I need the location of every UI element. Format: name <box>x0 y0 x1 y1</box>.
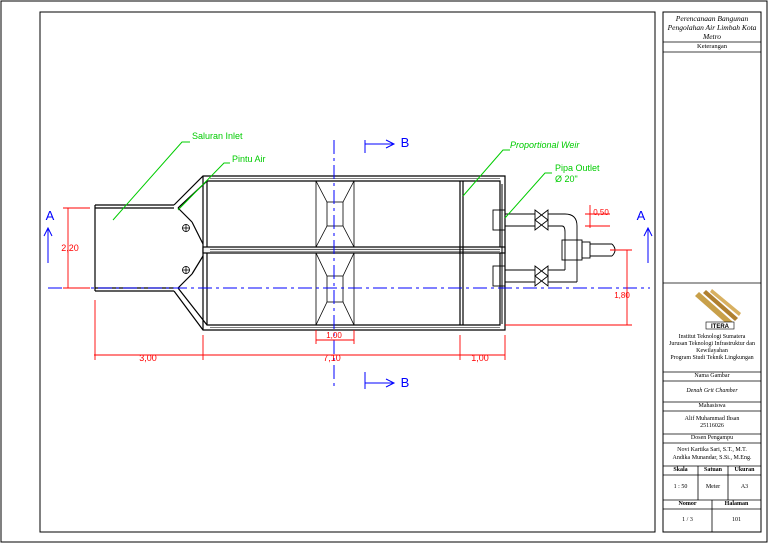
dim-pipe: 0,50 <box>593 208 609 217</box>
dimension-lines <box>63 205 632 360</box>
unit-value: Meter <box>705 484 721 490</box>
size-label: Ukuran <box>734 467 755 473</box>
section-a-right-label: A <box>637 208 646 223</box>
grit-hopper-lower <box>315 252 355 326</box>
dim-inlet-length: 3,00 <box>139 353 157 363</box>
logo-text: ITERA <box>711 324 730 330</box>
section-b-top-label: B <box>401 135 410 150</box>
unit-label: Satuan <box>703 467 722 473</box>
section-line-a <box>43 226 653 289</box>
dim-hopper-width: 1,00 <box>326 331 342 340</box>
notes-label: Keterangan <box>697 43 727 50</box>
drawing-frame <box>39 11 656 533</box>
page-label: Halaman <box>724 501 749 507</box>
scale-label: Skala <box>673 467 688 473</box>
gate-valves <box>182 224 190 274</box>
section-line-b <box>333 139 396 390</box>
page-value: 101 <box>732 517 741 523</box>
scale-value: 1 : 50 <box>673 484 688 490</box>
label-inlet: Saluran Inlet <box>192 131 243 141</box>
drawing-name-label: Nama Gambar <box>694 373 730 379</box>
student-name: Alif Muhammad Ihsan <box>684 416 740 422</box>
dim-chamber-length: 7,10 <box>323 353 341 363</box>
section-a-left-label: A <box>46 208 55 223</box>
lecturer-2: Andika Munandar, S.Si., M.Eng. <box>672 455 752 461</box>
label-outlet: Pipa Outlet <box>555 163 600 173</box>
grit-hopper-upper <box>315 180 355 248</box>
label-gate: Pintu Air <box>232 154 266 164</box>
drawing-name: Denah Grit Chamber <box>686 388 738 394</box>
wall-hatch <box>210 178 503 328</box>
size-value: A3 <box>740 484 749 490</box>
title-block-frame <box>662 11 762 533</box>
title-block-grid <box>663 41 761 532</box>
dim-outlet-length: 1,00 <box>471 353 489 363</box>
dim-height-2-20: 2,20 <box>61 243 79 253</box>
project-title: Perencanaan Bangunan Pengolahan Air Limb… <box>667 14 757 41</box>
label-weir: Proportional Weir <box>510 140 580 150</box>
section-b-bottom-label: B <box>401 375 410 390</box>
program-name: Program Studi Teknik Lingkungan <box>670 355 754 361</box>
plan-outline <box>94 175 506 331</box>
leader-lines <box>112 141 552 221</box>
number-label: Nomor <box>678 501 697 507</box>
student-label: Mahasiswa <box>698 403 726 409</box>
department-name: Jurusan Teknologi Infrastruktur dan Kewi… <box>669 341 755 354</box>
outlet-piping <box>492 209 616 287</box>
itera-logo <box>695 289 741 330</box>
dim-outlet-height: 1,80 <box>614 291 630 300</box>
label-outlet-diameter: Ø 20" <box>555 174 578 184</box>
number-value: 1 / 3 <box>682 517 693 523</box>
lecturer-1: Novi Kartika Sari, S.T., M.T. <box>677 447 747 453</box>
institution-name: Institut Teknologi Sumatera <box>678 334 746 340</box>
lecturer-label: Dosen Pengampu <box>690 435 734 441</box>
student-id: 25116026 <box>700 423 724 429</box>
